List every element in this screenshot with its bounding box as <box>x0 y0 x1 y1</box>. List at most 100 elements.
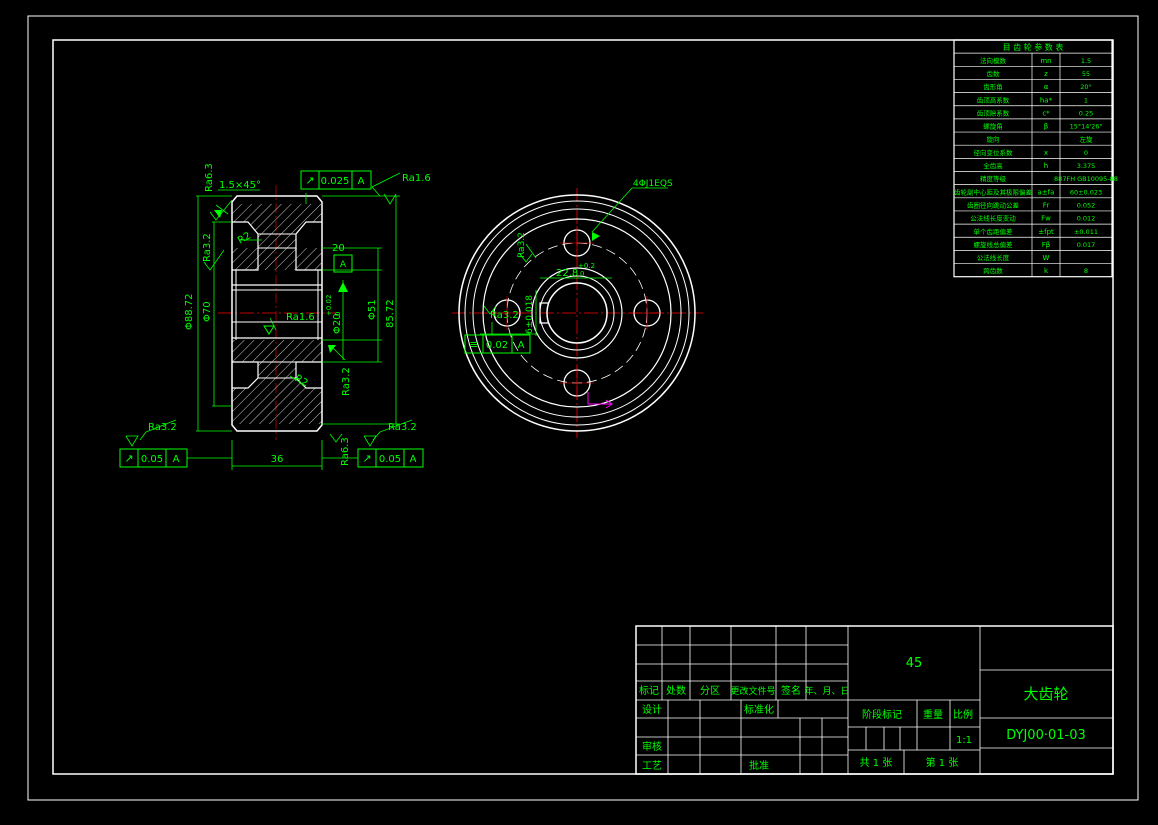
ra-bottom-left: Ra3.2 <box>148 422 177 433</box>
ra-bottom-right: Ra3.2 <box>388 422 417 433</box>
keyway-width: 6±0.018 <box>525 295 535 334</box>
ra-mid: Ra1.6 <box>286 312 315 323</box>
param-row-value: 20° <box>1080 83 1092 91</box>
param-row-symbol: mn <box>1040 57 1051 65</box>
param-row-symbol: α <box>1044 83 1049 91</box>
runout-bl-value: 0.05 <box>141 454 163 465</box>
param-row-name: 旋向 <box>987 135 1000 144</box>
param-row-value: 1.5 <box>1081 57 1091 65</box>
param-row-name: 螺旋线总偏差 <box>974 240 1014 249</box>
param-row-name: 跨齿数 <box>983 266 1003 275</box>
param-row-symbol: x <box>1044 149 1048 157</box>
rev-header-3: 更改文件号 <box>730 685 775 697</box>
param-row-value: ±0.011 <box>1074 228 1098 236</box>
svg-text:↗: ↗ <box>305 174 314 187</box>
param-row-symbol: Fr <box>1043 201 1050 209</box>
hub-circle <box>531 267 623 359</box>
param-row-name: 齿轮副中心距及其极限偏差 <box>954 187 1033 196</box>
svg-text:↗: ↗ <box>362 452 371 465</box>
sheets-total: 共 1 张 <box>860 757 893 769</box>
rev-header-1: 处数 <box>666 684 686 697</box>
param-row-symbol: β <box>1044 123 1048 131</box>
outer-frame <box>27 15 1139 801</box>
param-row-name: 齿形角 <box>983 82 1003 91</box>
param-row-value: 0.052 <box>1077 201 1096 209</box>
param-row-value: 0 <box>1084 149 1088 157</box>
scale-label: 比例 <box>953 708 973 721</box>
tip-circle <box>458 194 696 432</box>
datum-label: A <box>340 260 347 270</box>
rev-header-2: 分区 <box>700 685 720 697</box>
rev-header-0: 标记 <box>639 685 659 697</box>
runout-frame-bottom-left: ↗ 0.05 A <box>119 448 188 468</box>
chamfer-circle <box>464 200 690 426</box>
inner-frame <box>52 39 1114 775</box>
view-marker <box>587 392 613 409</box>
param-row-value: 0.017 <box>1077 241 1096 249</box>
param-row-name: 齿圈径向跳动公差 <box>967 200 1020 209</box>
dim-hub-diameter: Φ70 <box>202 301 213 322</box>
param-table-title: 目 齿 轮 参 数 表 <box>1003 42 1064 52</box>
check-label: 审核 <box>642 740 662 753</box>
param-row-name: 公法线长度变动 <box>970 214 1016 223</box>
param-row-value: 0.012 <box>1077 215 1096 223</box>
runout-top-value: 0.025 <box>321 176 350 187</box>
param-row-value: 8 <box>1084 267 1088 275</box>
drawing-no: DYJ00·01-03 <box>1006 728 1086 743</box>
symmetry-symbol: ≡ <box>469 338 478 351</box>
param-row-name: 齿顶高系数 <box>977 95 1010 104</box>
param-row-name: 齿顶隙系数 <box>977 108 1010 117</box>
param-row-name: 径向变位系数 <box>974 148 1014 157</box>
keyway-dim: 22.8 <box>556 268 578 279</box>
keyway-tol: +0.2 <box>578 262 595 270</box>
ra-top-right: Ra1.6 <box>402 173 431 184</box>
part-name: 大齿轮 <box>1023 685 1068 703</box>
param-row-symbol: h <box>1044 162 1048 170</box>
param-row-value: 887FH GB10095-88 <box>1054 175 1118 183</box>
runout-frame-bottom-right: ↗ 0.05 A <box>357 448 424 468</box>
param-row-symbol: W <box>1043 254 1050 262</box>
radius-top: R2 <box>236 230 253 246</box>
param-row-value: 60±0.023 <box>1070 188 1102 196</box>
sheet-no: 第 1 张 <box>926 756 959 769</box>
param-row-value: 15°14'26" <box>1070 123 1103 131</box>
runout-br-datum: A <box>410 454 417 465</box>
param-row-symbol: Fβ <box>1042 241 1051 249</box>
symmetry-frame: ≡ 0.02 A <box>464 334 531 354</box>
keyway-tol-low: 0 <box>580 270 584 278</box>
symmetry-datum: A <box>518 340 525 351</box>
rev-header-4: 签名 <box>781 684 801 697</box>
material: 45 <box>906 656 923 671</box>
root-circle <box>472 208 682 418</box>
param-row-name: 精度等级 <box>980 174 1007 183</box>
svg-text:↗: ↗ <box>124 452 133 465</box>
standardize-label: 标准化 <box>744 703 774 716</box>
dim-bore-tol-low: 0 <box>334 312 342 316</box>
hatch-bottom <box>232 340 322 424</box>
param-row-name: 齿数 <box>987 69 1001 78</box>
design-label: 设计 <box>642 703 662 716</box>
datum-box: A <box>333 254 353 273</box>
section-view: ↗ 0.025 A ↗ 0.05 A ↗ 0.05 A A 1.5×45° Ra… <box>119 163 431 470</box>
param-row-name: 螺旋角 <box>983 122 1003 131</box>
param-row-symbol: c* <box>1042 109 1050 117</box>
scale-value: 1:1 <box>956 735 972 746</box>
param-row-symbol: a±fa <box>1038 188 1055 196</box>
keyway <box>539 302 549 324</box>
param-row-symbol: Fw <box>1041 215 1051 223</box>
stage-mark-label: 阶段标记 <box>862 708 902 721</box>
dim-pitch: 85.72 <box>385 299 396 328</box>
param-row-name: 公法线长度 <box>977 253 1010 262</box>
param-row-symbol: ha* <box>1040 96 1053 104</box>
ra-right-mid: Ra3.2 <box>341 367 352 396</box>
approve-label: 批准 <box>749 759 769 772</box>
param-row-value: 3.375 <box>1077 162 1096 170</box>
dim-width: 36 <box>271 454 284 465</box>
param-row-name: 单个齿距偏差 <box>974 227 1014 236</box>
param-row-name: 全齿高 <box>983 161 1003 170</box>
dim-root: Φ51 <box>367 299 378 320</box>
param-row-name: 法向模数 <box>980 56 1007 65</box>
section-outline <box>231 195 323 432</box>
